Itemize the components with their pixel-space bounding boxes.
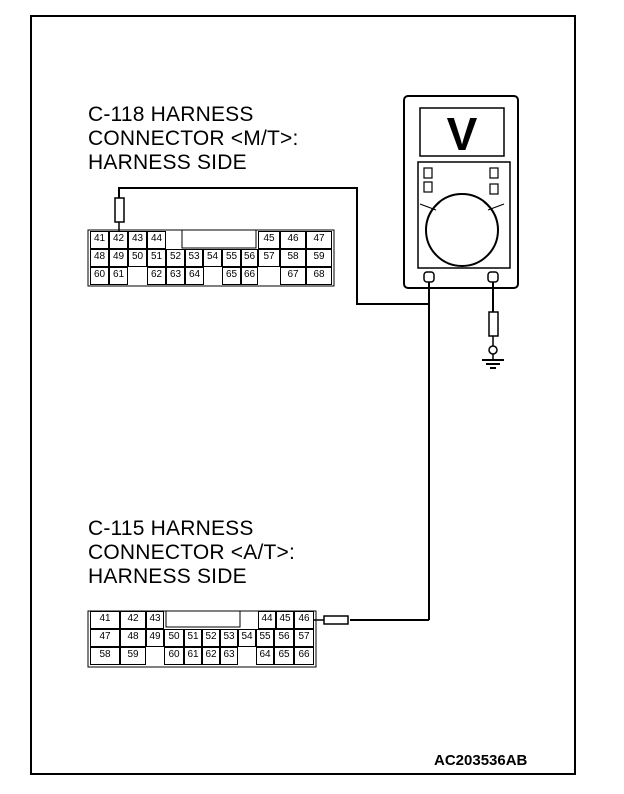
c118-title-line-2: CONNECTOR <M/T>: xyxy=(88,127,299,150)
c118-pin-55: 55 xyxy=(222,249,241,267)
c115-pin-45: 45 xyxy=(276,611,294,629)
c118-pin-60: 60 xyxy=(90,267,109,285)
figure-id: AC203536AB xyxy=(434,752,528,769)
c115-pin-48: 48 xyxy=(120,629,146,647)
c115-connector-key xyxy=(165,610,241,628)
c115-pin-58: 58 xyxy=(90,647,120,665)
c118-pin-54: 54 xyxy=(203,249,222,267)
volt-jack-icon xyxy=(487,271,499,283)
c115-title-line-3: HARNESS SIDE xyxy=(88,565,247,588)
c118-pin-59: 59 xyxy=(306,249,332,267)
probe-tip-icon xyxy=(323,615,349,625)
c118-pin-62: 62 xyxy=(147,267,166,285)
indicator-left-icon xyxy=(423,181,433,193)
com-lead xyxy=(310,282,430,625)
c118-pin-43: 43 xyxy=(128,231,147,249)
c115-pin-52: 52 xyxy=(202,629,220,647)
probe-tip-icon xyxy=(488,311,499,337)
c118-pin-58: 58 xyxy=(280,249,306,267)
c115-pin-64: 64 xyxy=(256,647,274,665)
c115-pin-61: 61 xyxy=(184,647,202,665)
c118-title-line-3: HARNESS SIDE xyxy=(88,151,247,174)
ground-lead xyxy=(482,282,504,369)
c118-pin-56: 56 xyxy=(241,249,258,267)
c115-pin-49: 49 xyxy=(146,629,164,647)
c118-pin-52: 52 xyxy=(166,249,185,267)
c118-pin-51: 51 xyxy=(147,249,166,267)
c118-pin-46: 46 xyxy=(280,231,306,249)
c115-pin-65: 65 xyxy=(274,647,294,665)
c118-pin-64: 64 xyxy=(185,267,204,285)
c118-pin-67: 67 xyxy=(280,267,306,285)
c115-pin-59: 59 xyxy=(120,647,146,665)
c115-pin-55: 55 xyxy=(256,629,274,647)
c115-pin-50: 50 xyxy=(164,629,184,647)
diagram-frame xyxy=(30,15,576,775)
ground-icon xyxy=(482,359,504,369)
c115-pin-41: 41 xyxy=(90,611,120,629)
c115-pin-56: 56 xyxy=(274,629,294,647)
c115-connector-title: C-115 HARNESS CONNECTOR <A/T>: HARNESS S… xyxy=(88,517,295,589)
c118-pin-68: 68 xyxy=(306,267,332,285)
c115-pin-47: 47 xyxy=(90,629,120,647)
indicator-right-icon xyxy=(489,167,499,179)
c115-pin-53: 53 xyxy=(220,629,238,647)
c115-pin-57: 57 xyxy=(294,629,314,647)
probe-tip-icon xyxy=(114,197,125,223)
c118-pin-65: 65 xyxy=(222,267,241,285)
c115-pin-66: 66 xyxy=(294,647,314,665)
c115-pin-63: 63 xyxy=(220,647,238,665)
c115-pin-54: 54 xyxy=(238,629,256,647)
c115-pin-51: 51 xyxy=(184,629,202,647)
indicator-left-icon xyxy=(423,167,433,179)
c118-connector-key xyxy=(181,229,257,249)
c115-title-line-2: CONNECTOR <A/T>: xyxy=(88,541,296,564)
multimeter: V xyxy=(403,95,519,289)
c115-pin-46: 46 xyxy=(294,611,314,629)
c118-pin-53: 53 xyxy=(185,249,203,267)
c118-pin-44: 44 xyxy=(147,231,166,249)
c118-connector-title: C-118 HARNESS CONNECTOR <M/T>: HARNESS S… xyxy=(88,103,299,175)
c118-pin-47: 47 xyxy=(306,231,332,249)
c118-pin-41: 41 xyxy=(90,231,109,249)
c115-pin-42: 42 xyxy=(120,611,146,629)
indicator-right-icon xyxy=(489,183,499,195)
c115-pin-43: 43 xyxy=(146,611,164,629)
c118-pin-45: 45 xyxy=(258,231,280,249)
c118-pin-49: 49 xyxy=(109,249,128,267)
volt-symbol: V xyxy=(447,108,478,160)
c118-pin-61: 61 xyxy=(109,267,128,285)
c115-pin-60: 60 xyxy=(164,647,184,665)
c118-pin-63: 63 xyxy=(166,267,185,285)
com-jack-icon xyxy=(423,271,435,283)
c118-title-line-1: C-118 HARNESS xyxy=(88,103,254,126)
c115-title-line-1: C-115 HARNESS xyxy=(88,517,254,540)
c118-pin-66: 66 xyxy=(241,267,258,285)
c118-pin-57: 57 xyxy=(258,249,280,267)
c118-pin-48: 48 xyxy=(90,249,109,267)
c118-pin-50: 50 xyxy=(128,249,147,267)
c118-pin-42: 42 xyxy=(109,231,128,249)
multimeter-display xyxy=(419,107,505,157)
c115-pin-44: 44 xyxy=(258,611,276,629)
c115-pin-62: 62 xyxy=(202,647,220,665)
